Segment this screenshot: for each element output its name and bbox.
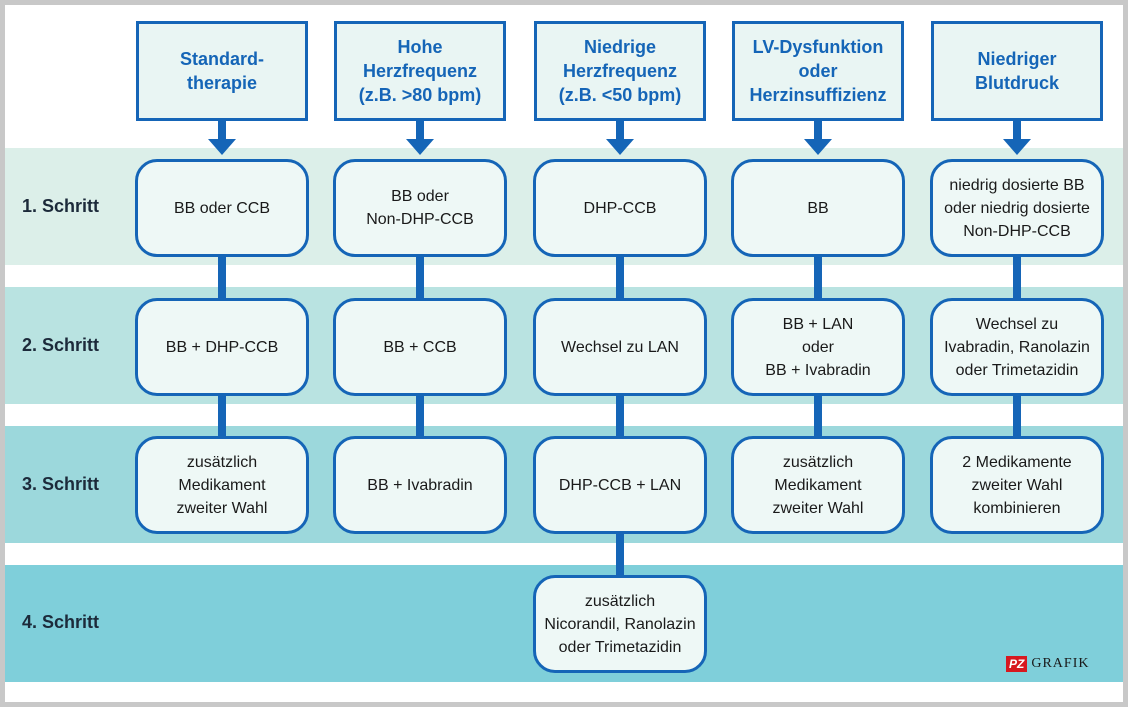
node-col3-step2: Wechsel zu LAN [533, 298, 707, 396]
down-arrow-icon [1003, 121, 1031, 155]
node-col5-step2: Wechsel zu Ivabradin, Ranolazin oder Tri… [930, 298, 1104, 396]
connector-line [416, 393, 424, 440]
node-col3-step3: DHP-CCB + LAN [533, 436, 707, 534]
connector-line [814, 255, 822, 301]
node-col4-step3: zusätzlich Medikament zweiter Wahl [731, 436, 905, 534]
pz-logo-badge: PZ [1006, 656, 1028, 672]
connector-line [1013, 255, 1021, 301]
node-col2-step2: BB + CCB [333, 298, 507, 396]
connector-line [616, 531, 624, 579]
step-label-1: 1. Schritt [22, 196, 100, 216]
header-niedrige-herzfrequenz: Niedrige Herzfrequenz (z.B. <50 bpm) [534, 21, 706, 121]
connector-line [218, 255, 226, 301]
step-label-4: 4. Schritt [22, 612, 100, 632]
node-col3-step1: DHP-CCB [533, 159, 707, 257]
down-arrow-icon [208, 121, 236, 155]
step-label-3: 3. Schritt [22, 474, 100, 494]
header-niedriger-blutdruck: Niedriger Blutdruck [931, 21, 1103, 121]
node-col3-step4: zusätzlich Nicorandil, Ranolazin oder Tr… [533, 575, 707, 673]
connector-line [218, 393, 226, 440]
node-col1-step1: BB oder CCB [135, 159, 309, 257]
down-arrow-icon [606, 121, 634, 155]
header-hohe-herzfrequenz: Hohe Herzfrequenz (z.B. >80 bpm) [334, 21, 506, 121]
pz-grafik-logo: PZ GRAFIK [1006, 655, 1089, 673]
grafik-logo-text: GRAFIK [1031, 656, 1090, 671]
node-col2-step1: BB oder Non-DHP-CCB [333, 159, 507, 257]
step-label-2: 2. Schritt [22, 335, 100, 355]
header-standardtherapie: Standard- therapie [136, 21, 308, 121]
connector-line [814, 393, 822, 440]
node-col2-step3: BB + Ivabradin [333, 436, 507, 534]
node-col4-step1: BB [731, 159, 905, 257]
node-col5-step1: niedrig dosierte BB oder niedrig dosiert… [930, 159, 1104, 257]
connector-line [616, 393, 624, 440]
node-col5-step3: 2 Medikamente zweiter Wahl kombinieren [930, 436, 1104, 534]
down-arrow-icon [406, 121, 434, 155]
header-lv-dysfunktion: LV-Dysfunktion oder Herzinsuffizienz [732, 21, 904, 121]
node-col1-step2: BB + DHP-CCB [135, 298, 309, 396]
node-col4-step2: BB + LAN oder BB + Ivabradin [731, 298, 905, 396]
connector-line [616, 255, 624, 301]
connector-line [1013, 393, 1021, 440]
node-col1-step3: zusätzlich Medikament zweiter Wahl [135, 436, 309, 534]
down-arrow-icon [804, 121, 832, 155]
connector-line [416, 255, 424, 301]
